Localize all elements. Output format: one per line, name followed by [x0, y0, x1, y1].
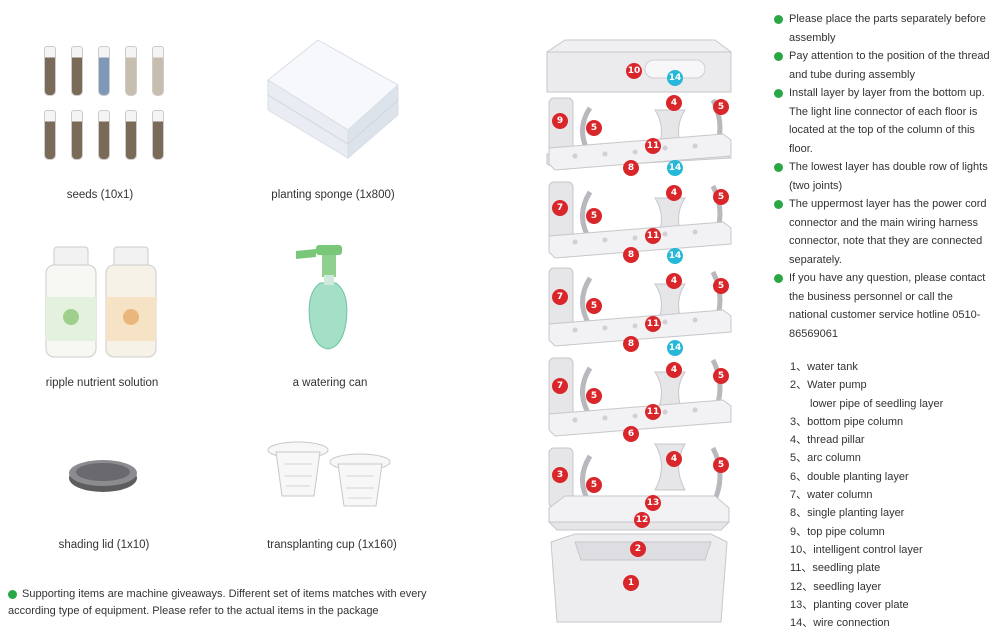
note-text: The lowest layer has double row of light…	[789, 161, 988, 192]
legend-item: 6、double planting layer	[790, 470, 909, 483]
shading-lid-image	[69, 460, 137, 492]
note-item: The lowest layer has double row of light…	[772, 158, 994, 195]
legend-item: 13、planting cover plate	[790, 598, 909, 611]
badge-14: 14	[667, 340, 683, 356]
badge-13: 13	[645, 495, 661, 511]
badge-3: 3	[552, 467, 568, 483]
watering-can-image	[296, 245, 348, 350]
badge-14: 14	[667, 70, 683, 86]
legend-item: 3、bottom pipe column	[790, 415, 904, 428]
badge-8: 8	[623, 336, 639, 352]
assembly-diagram	[546, 39, 733, 623]
badge-7: 7	[552, 289, 568, 305]
note-item: Pay attention to the position of the thr…	[772, 47, 994, 84]
badge-8: 8	[623, 160, 639, 176]
badge-4: 4	[666, 273, 682, 289]
bullet-icon	[774, 15, 783, 24]
note-text: The uppermost layer has the power cord c…	[789, 198, 987, 266]
bullet-icon	[774, 163, 783, 172]
bullet-icon	[774, 52, 783, 61]
legend-item: 1、water tank	[790, 361, 858, 373]
item-caption: a watering can	[292, 377, 368, 389]
transplanting-cup-image	[267, 441, 391, 507]
planting-sponge-image	[267, 40, 399, 160]
item-caption: transplanting cup (1x160)	[267, 539, 397, 551]
supporting-items-note: Supporting items are machine giveaways. …	[8, 586, 468, 620]
badge-4: 4	[666, 362, 682, 378]
badge-8: 8	[623, 247, 639, 263]
note-text: Please place the parts separately before…	[789, 13, 986, 44]
badge-11: 11	[645, 228, 661, 244]
legend-item: 4、thread pillar	[790, 434, 865, 447]
badge-11: 11	[645, 404, 661, 420]
note-item: Install layer by layer from the bottom u…	[772, 84, 994, 158]
badge-4: 4	[666, 185, 682, 201]
legend-item: 8、single planting layer	[790, 507, 905, 520]
badge-4: 4	[666, 451, 682, 467]
note-item: If you have any question, please contact…	[772, 269, 994, 343]
badge-11: 11	[645, 316, 661, 332]
badge-5: 5	[713, 99, 729, 115]
note-text: Supporting items are machine giveaways. …	[8, 588, 427, 617]
nutrient-bottles-image	[45, 246, 157, 358]
item-caption: planting sponge (1x800)	[271, 189, 395, 201]
seeds-image	[40, 42, 180, 167]
parts-legend: 1、water tank 2、Water pump lower pipe of …	[790, 358, 995, 632]
badge-6: 6	[623, 426, 639, 442]
badge-7: 7	[552, 378, 568, 394]
legend-item: 10、intelligent control layer	[790, 543, 923, 556]
assembly-notes: Please place the parts separately before…	[772, 10, 994, 343]
badge-5: 5	[713, 189, 729, 205]
item-caption: shading lid (1x10)	[58, 539, 150, 551]
note-item: Please place the parts separately before…	[772, 10, 994, 47]
legend-item: 9、top pipe column	[790, 525, 885, 538]
badge-1: 1	[623, 575, 639, 591]
badge-5: 5	[586, 120, 602, 136]
note-text: Install layer by layer from the bottom u…	[789, 87, 985, 155]
badge-14: 14	[667, 248, 683, 264]
bullet-icon	[8, 589, 17, 599]
badge-5: 5	[586, 298, 602, 314]
badge-12: 12	[634, 512, 650, 528]
legend-item: 12、seedling layer	[790, 580, 882, 593]
bullet-icon	[774, 274, 783, 283]
item-caption: seeds (10x1)	[66, 189, 134, 201]
badge-5: 5	[713, 368, 729, 384]
badge-5: 5	[586, 388, 602, 404]
legend-item: 5、arc column	[790, 452, 861, 465]
legend-item: 7、water column	[790, 489, 873, 502]
legend-item: lower pipe of seedling layer	[810, 397, 944, 410]
badge-14: 14	[667, 160, 683, 176]
badge-11: 11	[645, 138, 661, 154]
legend-item: 2、Water pump	[790, 379, 867, 392]
badge-4: 4	[666, 95, 682, 111]
legend-item: 14、wire connection	[790, 617, 890, 630]
note-text: If you have any question, please contact…	[789, 272, 986, 340]
badge-10: 10	[626, 63, 642, 79]
note-item: The uppermost layer has the power cord c…	[772, 195, 994, 269]
badge-7: 7	[552, 200, 568, 216]
bullet-icon	[774, 89, 783, 98]
item-caption: ripple nutrient solution	[45, 377, 159, 389]
badge-9: 9	[552, 113, 568, 129]
bullet-icon	[774, 200, 783, 209]
legend-item: 11、seedling plate	[790, 562, 881, 575]
badge-5: 5	[713, 457, 729, 473]
note-text: Pay attention to the position of the thr…	[789, 50, 990, 81]
badge-5: 5	[713, 278, 729, 294]
badge-2: 2	[630, 541, 646, 557]
badge-5: 5	[586, 477, 602, 493]
badge-5: 5	[586, 208, 602, 224]
